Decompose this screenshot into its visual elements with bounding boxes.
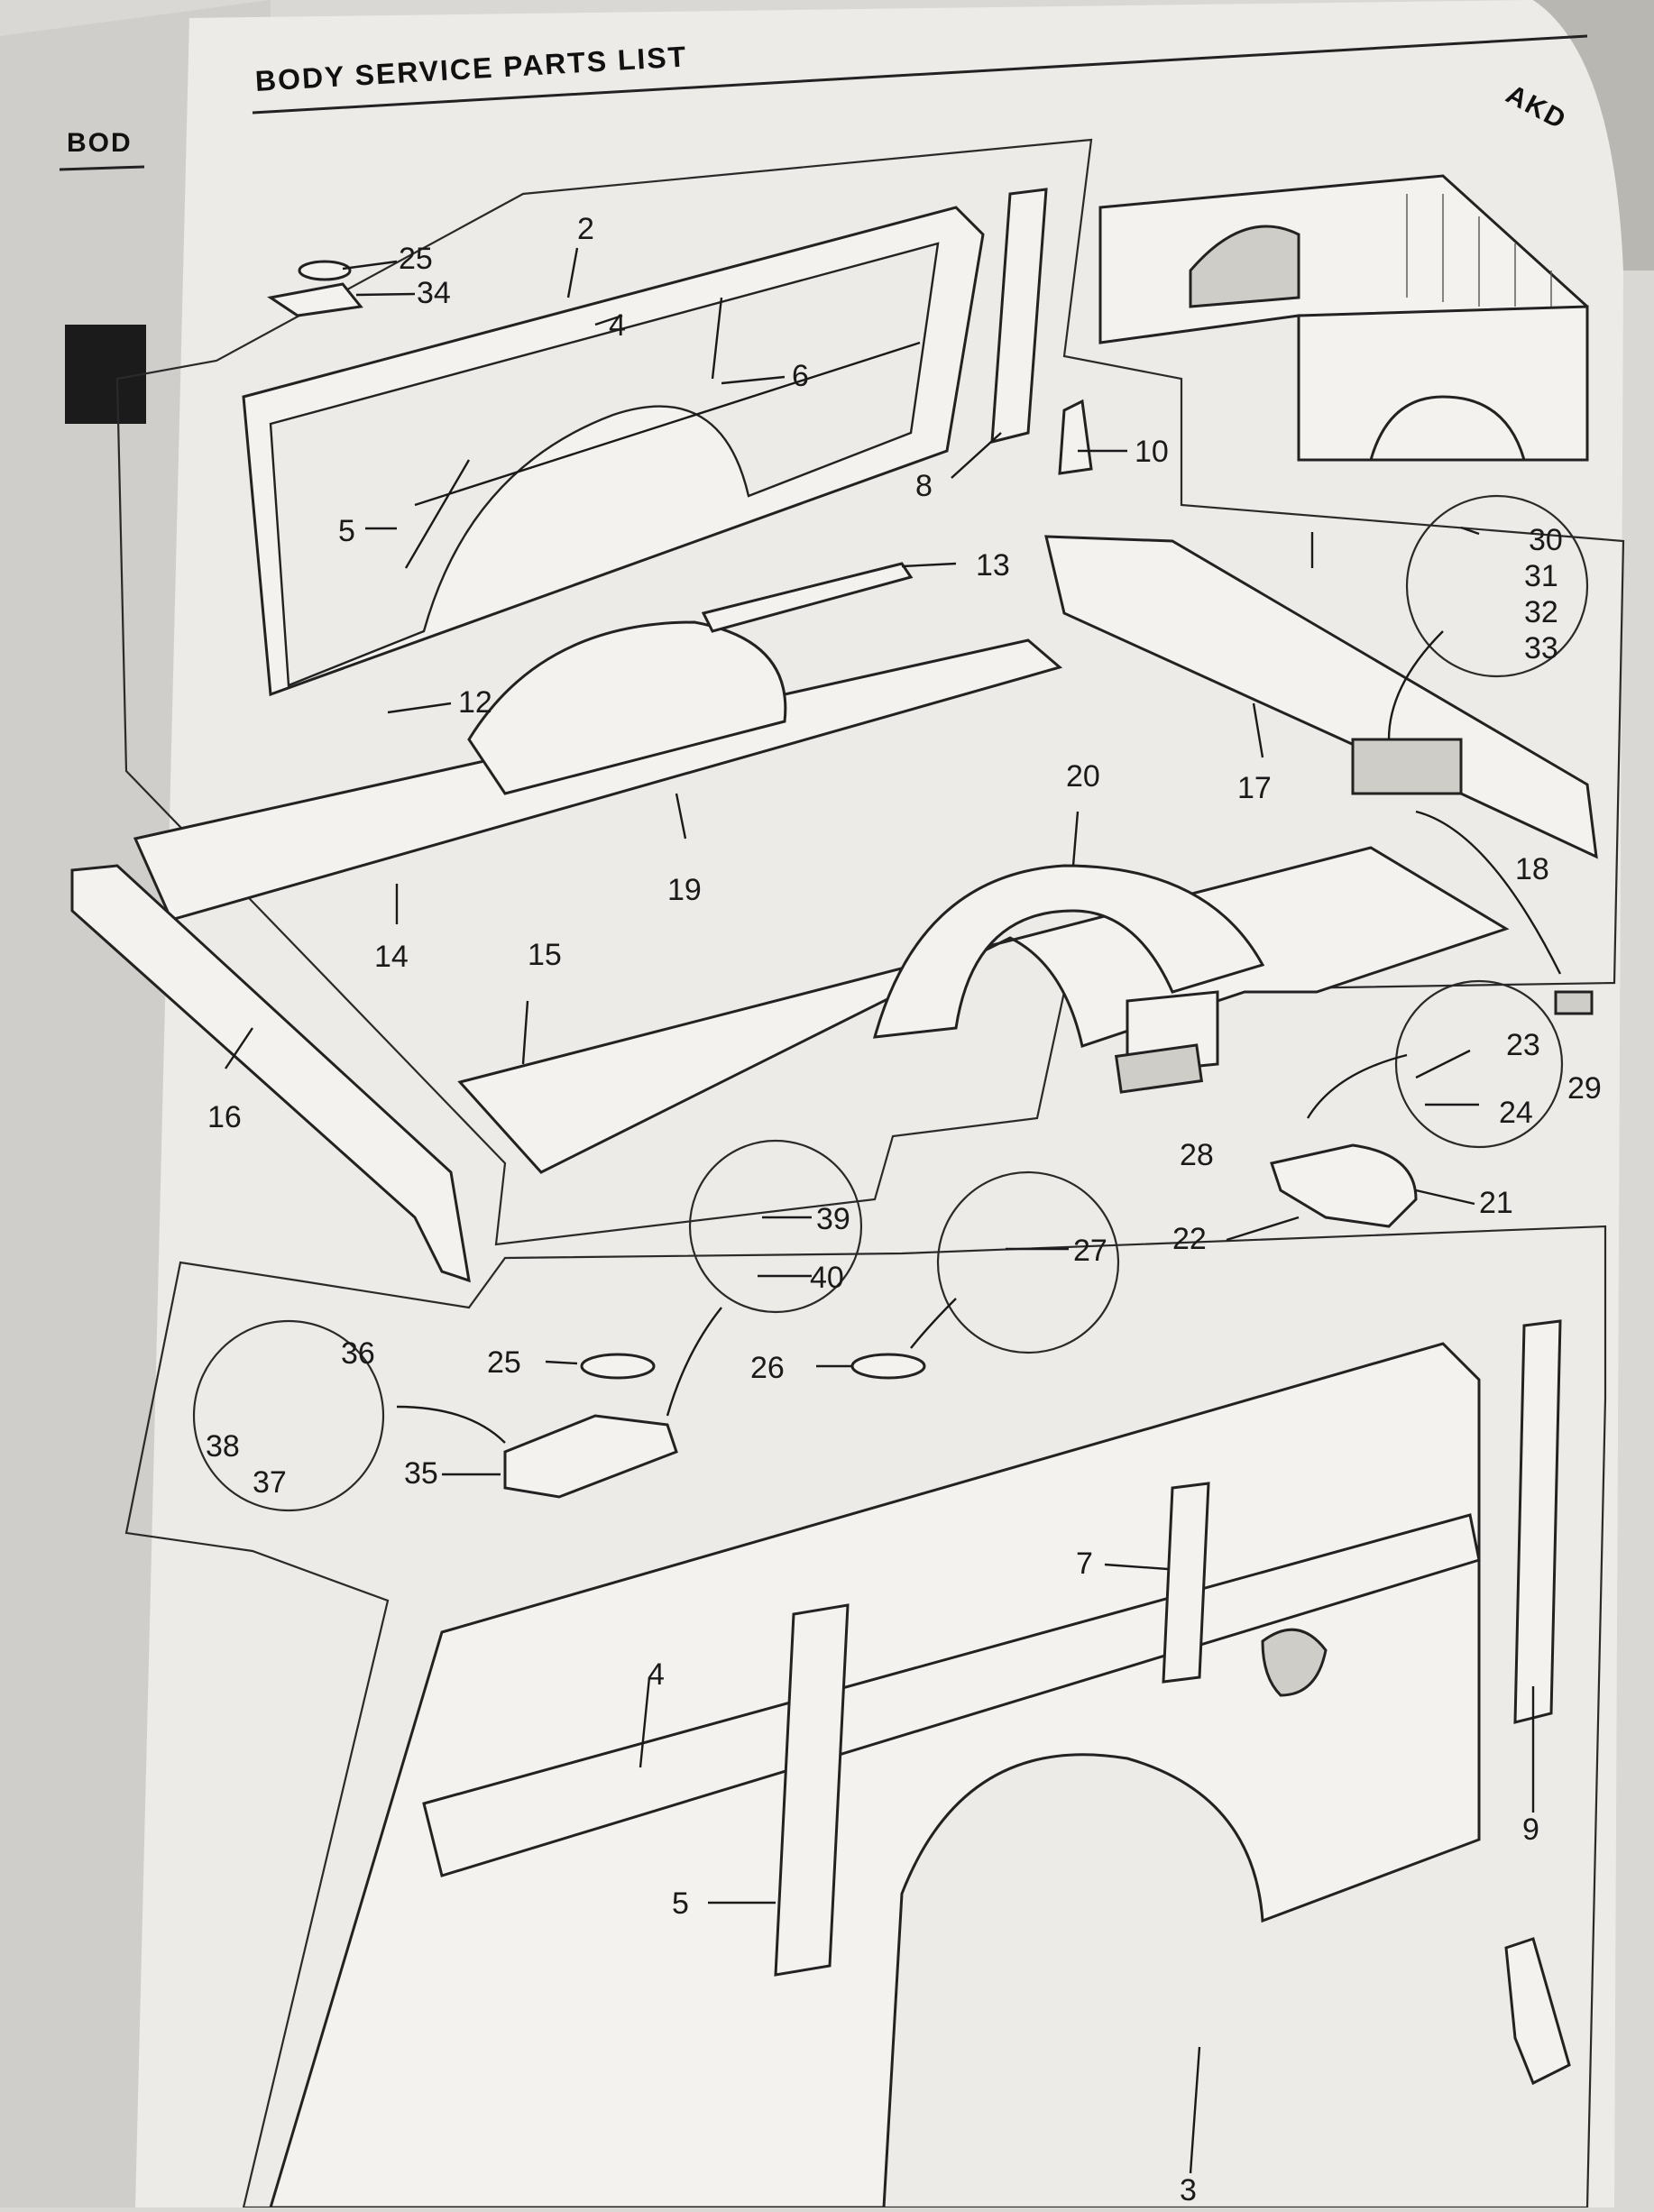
- bracket-part-21: [1270, 1143, 1418, 1228]
- callout-10: 10: [1135, 435, 1169, 469]
- plate-part-25: [580, 1353, 656, 1380]
- screw-detail-circle-27: [936, 1170, 1120, 1354]
- callout-33: 33: [1524, 631, 1558, 665]
- rear-body-shell: [1098, 174, 1589, 462]
- cross-member-17: [1044, 535, 1598, 859]
- callout-5-top: 5: [338, 514, 355, 548]
- bolt-detail-circle: [1405, 494, 1589, 678]
- screw-detail-circle-23: [1394, 979, 1564, 1149]
- callout-2: 2: [577, 212, 594, 246]
- bracket-part-10: [1058, 399, 1093, 475]
- callout-25-lower: 25: [487, 1345, 521, 1380]
- callout-24: 24: [1499, 1096, 1533, 1130]
- screw-detail-circle-39: [688, 1139, 863, 1314]
- callout-35: 35: [404, 1456, 438, 1491]
- callout-14: 14: [374, 940, 409, 974]
- pad-part-28: [1114, 1043, 1204, 1094]
- pad-part-29: [1554, 990, 1594, 1015]
- callout-15: 15: [528, 938, 562, 972]
- callout-23: 23: [1506, 1028, 1540, 1062]
- callout-27: 27: [1073, 1234, 1107, 1268]
- callout-7: 7: [1076, 1547, 1093, 1581]
- back-header-rule: [59, 165, 145, 171]
- sill-member-16: [70, 864, 471, 1283]
- small-brackets-25-34: [267, 260, 363, 317]
- plate-part-26: [850, 1353, 926, 1380]
- callout-18: 18: [1515, 852, 1549, 886]
- floor-panel-14: [133, 562, 1063, 922]
- callout-12: 12: [458, 685, 492, 720]
- callout-31: 31: [1524, 559, 1558, 593]
- callout-39: 39: [816, 1202, 850, 1236]
- callout-40: 40: [810, 1261, 844, 1295]
- callout-38: 38: [206, 1429, 240, 1464]
- leader-lines: [225, 247, 1562, 2174]
- callout-17: 17: [1237, 771, 1272, 805]
- callout-34: 34: [417, 276, 451, 310]
- callout-36: 36: [341, 1336, 375, 1371]
- callout-labels: 2 25 34 4 6 5 8 10 13 12 30 31 32 33 17 …: [206, 212, 1602, 2207]
- bracket-part-35: [503, 1414, 678, 1499]
- pillar-part-8: [990, 188, 1048, 444]
- callout-21: 21: [1479, 1186, 1513, 1220]
- callout-13: 13: [976, 548, 1010, 583]
- callout-6: 6: [792, 359, 809, 393]
- side-frame-part: [242, 206, 985, 697]
- callout-4-lower: 4: [648, 1657, 665, 1692]
- callout-26: 26: [750, 1351, 785, 1385]
- upper-group-frame: [115, 138, 1625, 1246]
- callout-29: 29: [1567, 1071, 1602, 1106]
- callout-8: 8: [915, 469, 933, 503]
- callout-4-top: 4: [609, 308, 626, 343]
- callout-3: 3: [1180, 2173, 1197, 2207]
- header-rule: [252, 34, 1588, 115]
- back-page-tab: [65, 325, 146, 424]
- callout-37: 37: [253, 1465, 287, 1500]
- callout-22: 22: [1172, 1222, 1207, 1256]
- lower-group-frame: [124, 1225, 1607, 2209]
- callout-20: 20: [1066, 759, 1100, 794]
- callout-9: 9: [1522, 1813, 1539, 1847]
- lower-side-panel: [268, 1319, 1571, 2209]
- callout-28: 28: [1180, 1138, 1214, 1172]
- callout-25-top: 25: [399, 242, 433, 276]
- page-curl-shadow: [1533, 0, 1654, 271]
- callout-32: 32: [1524, 595, 1558, 629]
- back-page-header: BOD: [67, 128, 133, 158]
- callout-30: 30: [1529, 523, 1563, 557]
- bolt-detail-circle-36: [192, 1319, 385, 1512]
- callout-19: 19: [667, 873, 702, 907]
- callout-5-lower: 5: [672, 1886, 689, 1921]
- callout-16: 16: [207, 1100, 242, 1134]
